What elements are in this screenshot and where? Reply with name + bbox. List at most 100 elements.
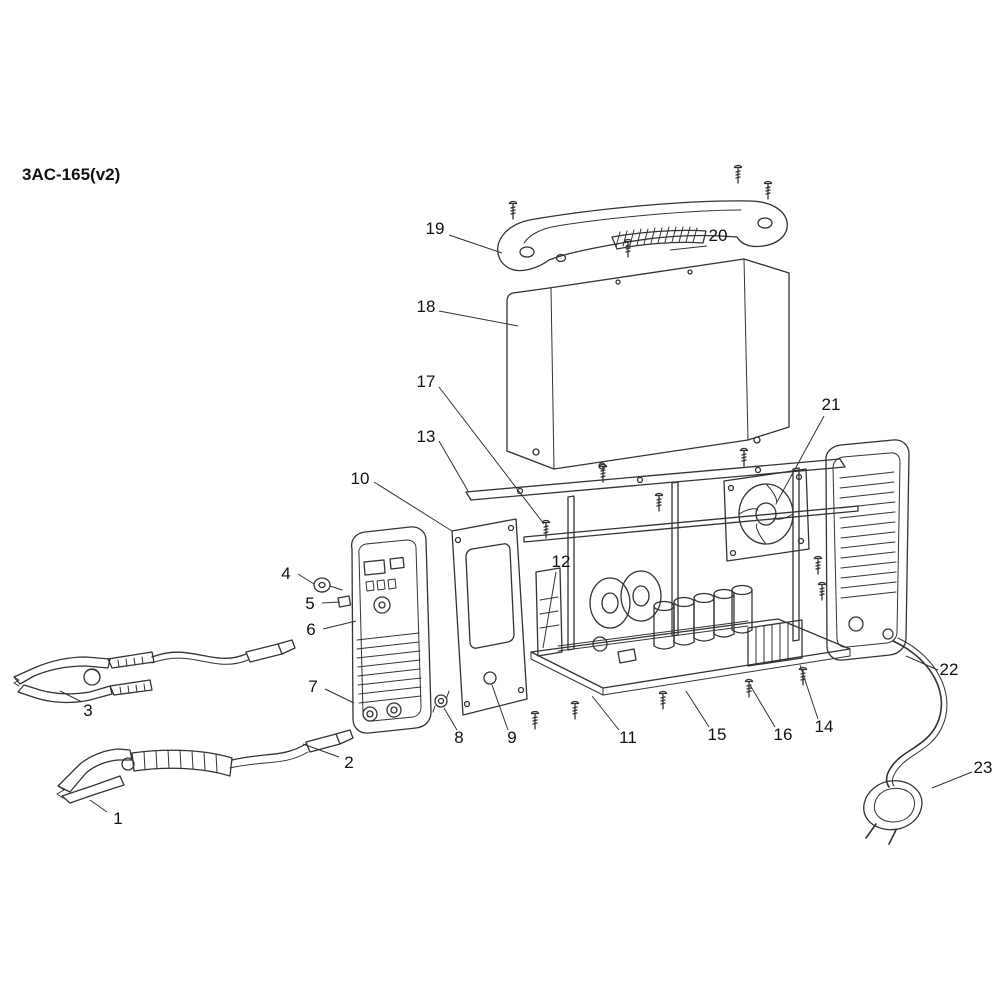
pcb-edge — [557, 620, 749, 664]
panel-knob — [373, 596, 391, 614]
base-plate — [530, 618, 851, 696]
part-label-15: 15 — [685, 690, 726, 744]
part-number: 19 — [426, 219, 445, 238]
leader-line — [59, 690, 83, 703]
electrode-holder — [56, 729, 354, 804]
screws — [508, 164, 827, 730]
part-label-6: 6 — [306, 620, 357, 639]
part-label-20: 20 — [669, 226, 728, 251]
part-label-10: 10 — [351, 469, 453, 532]
holder-grip-ribs — [143, 749, 218, 773]
inner-front-panel — [451, 518, 528, 716]
part-label-9: 9 — [491, 684, 517, 747]
frame-posts — [567, 467, 800, 651]
leader-line — [448, 234, 503, 254]
part-number: 10 — [351, 469, 370, 488]
leader-line — [438, 386, 545, 525]
leader-line — [322, 620, 357, 630]
support-rod — [523, 505, 859, 543]
rear-vent-slats — [839, 471, 897, 599]
plug-pins — [865, 823, 897, 845]
part-number: 4 — [281, 564, 290, 583]
indicator-window — [389, 556, 405, 570]
carry-handle — [497, 200, 788, 272]
leader-line — [685, 690, 710, 728]
current-knob — [313, 577, 352, 608]
handle-grip-hatch — [615, 226, 698, 248]
front-panel — [350, 526, 432, 734]
part-label-23: 23 — [931, 758, 993, 789]
part-label-12: 12 — [542, 552, 570, 649]
heatsink-block — [747, 619, 803, 667]
leader-line — [438, 440, 469, 492]
power-plug — [863, 780, 923, 845]
leader-line — [776, 415, 825, 503]
part-number: 11 — [619, 728, 637, 747]
panel-connector — [432, 690, 450, 713]
vent-slats — [356, 632, 422, 704]
earth-clamp — [13, 639, 296, 704]
leader-line — [749, 684, 776, 728]
leader-line — [669, 245, 708, 251]
leader-line — [324, 688, 355, 704]
leader-line — [438, 310, 519, 327]
part-label-13: 13 — [417, 427, 469, 492]
cable-connector — [245, 643, 283, 663]
part-number: 20 — [709, 226, 728, 245]
part-label-22: 22 — [905, 655, 959, 679]
output-socket — [362, 706, 378, 722]
part-label-11: 11 — [591, 695, 637, 747]
part-label-14: 14 — [799, 664, 834, 736]
part-number: 9 — [507, 728, 516, 747]
part-label-3: 3 — [59, 690, 93, 720]
left-bracket — [535, 567, 563, 657]
leader-line — [905, 655, 939, 671]
cord-grommet — [882, 628, 894, 640]
capacitor-bank — [653, 584, 753, 650]
part-number: 14 — [815, 717, 834, 736]
part-label-18: 18 — [417, 297, 519, 327]
part-label-2: 2 — [302, 743, 354, 772]
part-label-21: 21 — [776, 395, 841, 503]
part-number: 21 — [822, 395, 841, 414]
rear-panel — [825, 439, 910, 661]
leader-line — [297, 573, 315, 585]
leader-line — [321, 601, 341, 604]
part-label-1: 1 — [89, 799, 123, 828]
part-label-8: 8 — [443, 707, 464, 747]
part-number: 23 — [974, 758, 993, 777]
leader-line — [491, 684, 509, 731]
leader-line — [302, 743, 340, 758]
leader-line — [443, 707, 458, 731]
switch-row — [365, 578, 397, 592]
part-number: 5 — [305, 594, 314, 613]
part-label-16: 16 — [749, 684, 792, 744]
part-number: 7 — [308, 677, 317, 696]
leader-line — [931, 771, 973, 789]
fan-blades — [738, 483, 794, 545]
leader-line — [89, 799, 108, 813]
earth-cable — [151, 651, 247, 659]
part-number: 3 — [83, 701, 92, 720]
leader-line — [591, 695, 620, 731]
leader-line — [799, 664, 819, 720]
part-number: 22 — [940, 660, 959, 679]
part-label-19: 19 — [426, 219, 503, 254]
top-cover — [506, 258, 790, 470]
part-label-17: 17 — [417, 372, 545, 525]
mounting-strip — [465, 458, 846, 501]
cable-connector — [305, 733, 341, 753]
holder-cable — [231, 743, 307, 761]
part-label-5: 5 — [305, 594, 341, 613]
part-number: 6 — [306, 620, 315, 639]
part-number: 8 — [454, 728, 463, 747]
part-number: 18 — [417, 297, 436, 316]
model-title: 3AC-165(v2) — [22, 165, 120, 184]
part-number: 13 — [417, 427, 436, 446]
leader-line — [542, 571, 557, 649]
part-label-7: 7 — [308, 677, 355, 704]
part-label-4: 4 — [281, 564, 315, 585]
toroid-transformer — [589, 570, 662, 629]
